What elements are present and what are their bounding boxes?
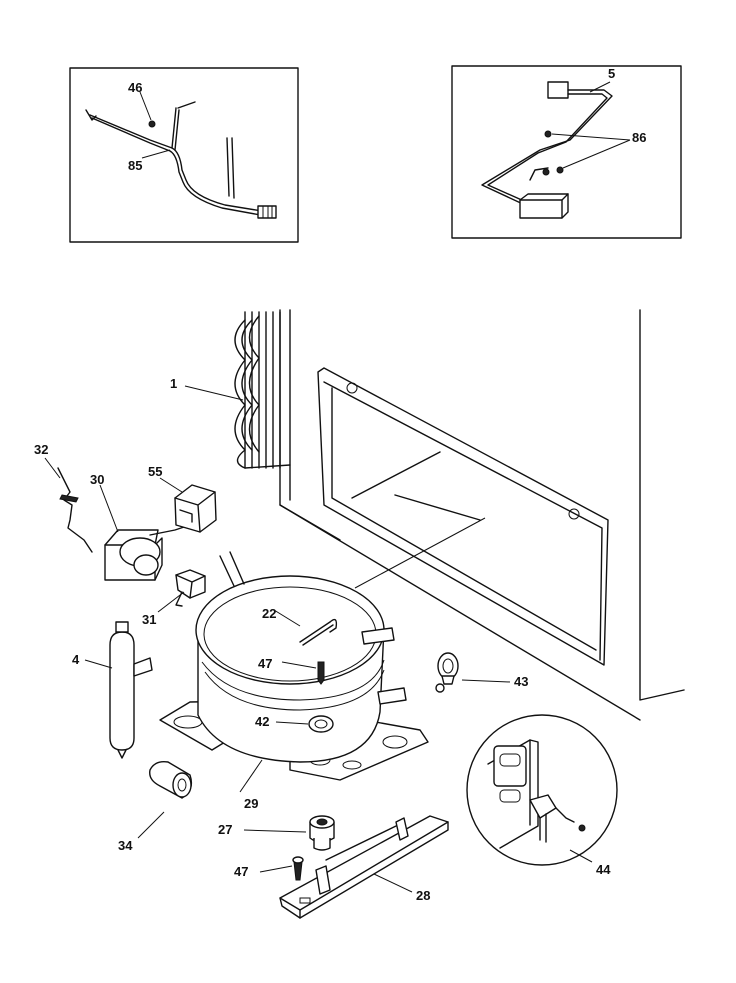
label-47-bottom: 47 — [234, 864, 248, 879]
clip-31 — [157, 569, 206, 613]
label-4: 4 — [72, 652, 80, 667]
screw-86b — [556, 166, 564, 174]
relay-30 — [99, 484, 191, 581]
screw-46 — [148, 120, 156, 128]
label-29: 29 — [244, 796, 258, 811]
label-55: 55 — [148, 464, 162, 479]
cover-55 — [159, 477, 217, 533]
condenser-coil — [184, 311, 291, 469]
bracket-28 — [259, 815, 449, 919]
inset-harness-85 — [69, 67, 299, 243]
inset-outlet-44 — [466, 714, 618, 866]
label-28: 28 — [416, 888, 430, 903]
label-31: 31 — [142, 612, 156, 627]
label-22: 22 — [262, 606, 276, 621]
cabinet-back — [279, 309, 685, 721]
label-1: 1 — [170, 376, 177, 391]
grommet-27 — [243, 815, 335, 851]
screw-86a — [544, 130, 552, 138]
label-34: 34 — [118, 838, 133, 853]
grommet-34 — [137, 760, 193, 839]
label-85: 85 — [128, 158, 142, 173]
compressor — [159, 551, 429, 793]
label-5: 5 — [608, 66, 615, 81]
label-44: 44 — [596, 862, 611, 877]
label-47-top: 47 — [258, 656, 272, 671]
drier-4 — [84, 621, 153, 759]
inset-harness-5 — [451, 65, 682, 239]
label-42: 42 — [255, 714, 269, 729]
part-labels: 46 85 5 86 1 32 30 55 31 4 22 47 42 43 2… — [34, 66, 646, 903]
wire-32 — [44, 457, 93, 553]
label-30: 30 — [90, 472, 104, 487]
label-43: 43 — [514, 674, 528, 689]
label-46: 46 — [128, 80, 142, 95]
label-27: 27 — [218, 822, 232, 837]
label-86: 86 — [632, 130, 646, 145]
clamp-43 — [435, 652, 511, 693]
label-32: 32 — [34, 442, 48, 457]
